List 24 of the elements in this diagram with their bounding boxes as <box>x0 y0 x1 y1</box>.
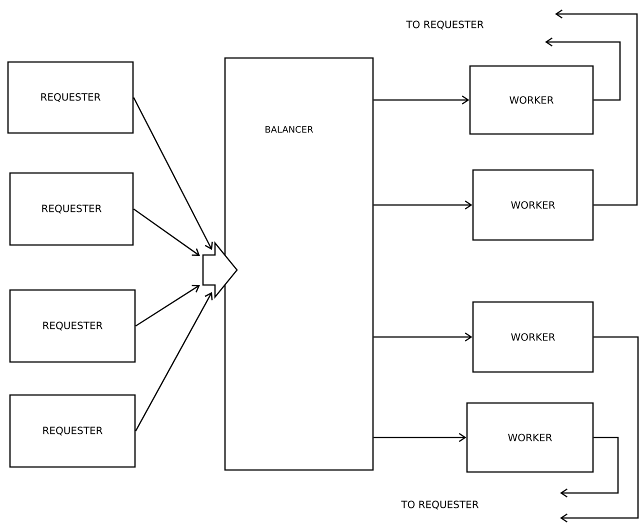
arrow <box>555 9 638 206</box>
process-box: REQUESTER <box>9 394 136 468</box>
balancer-box: BALANCER <box>224 57 374 471</box>
arrow <box>545 37 621 101</box>
arrow <box>135 292 213 432</box>
arrow <box>133 208 200 256</box>
block-arrow <box>202 241 238 299</box>
process-box: REQUESTER <box>9 289 136 363</box>
arrow <box>133 97 213 250</box>
note-label: TO REQUESTER <box>406 20 484 30</box>
process-box: WORKER <box>469 65 594 135</box>
arrow <box>560 336 639 523</box>
note-label: TO REQUESTER <box>401 500 479 510</box>
arrow <box>135 284 200 327</box>
arrow <box>374 95 470 105</box>
arrow <box>374 332 472 342</box>
process-box: WORKER <box>472 301 594 373</box>
process-box: WORKER <box>472 169 594 241</box>
process-box: REQUESTER <box>7 61 134 134</box>
arrow <box>560 436 619 498</box>
process-box: WORKER <box>466 402 594 473</box>
arrow <box>374 200 472 210</box>
arrow <box>374 432 466 442</box>
process-box: REQUESTER <box>9 172 134 246</box>
